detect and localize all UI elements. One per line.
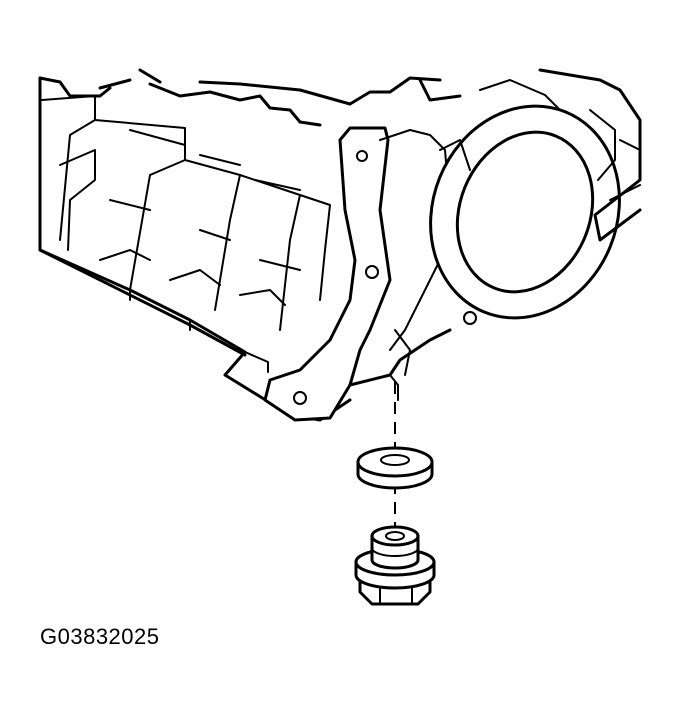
oil-drain-plug <box>354 525 436 606</box>
oil-pan-housing <box>38 68 642 422</box>
drain-plug-gasket <box>356 446 434 490</box>
crankshaft-bore <box>429 104 621 325</box>
figure-code: G03832025 <box>40 624 160 649</box>
